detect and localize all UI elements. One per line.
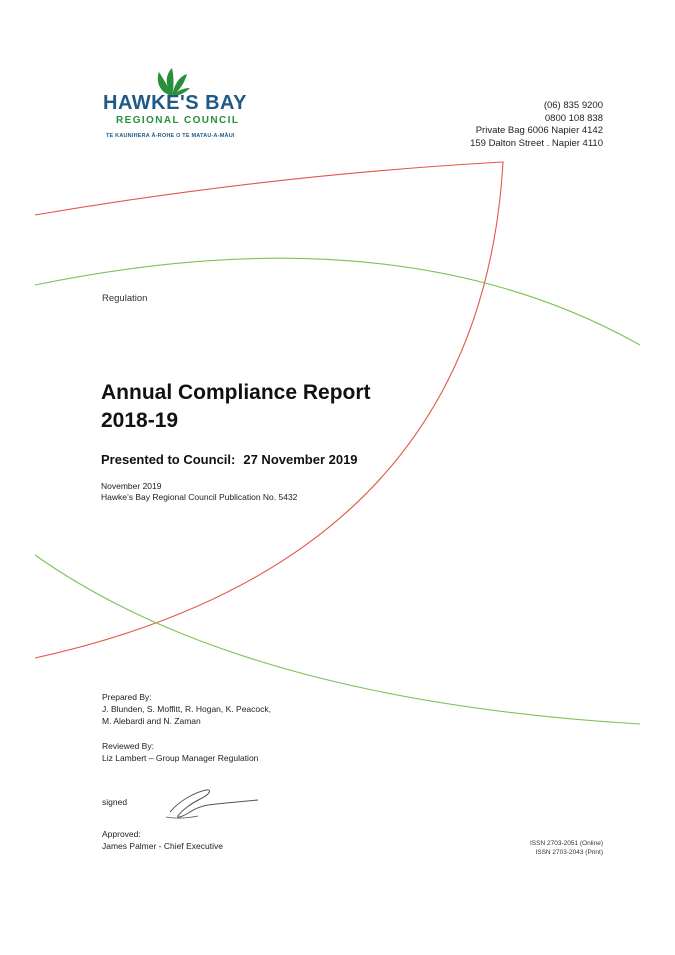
report-date: November 2019 [101,481,162,491]
reviewed-by-block: Reviewed By: Liz Lambert – Group Manager… [102,740,258,764]
approved-label: Approved: [102,829,141,839]
issn-online: ISSN 2703-2051 (Online) [530,840,603,847]
green-curve-bottom [34,554,641,725]
reviewed-name: Liz Lambert – Group Manager Regulation [102,753,259,763]
approved-block: Approved: James Palmer - Chief Executive [102,828,223,852]
logo-subtitle: REGIONAL COUNCIL [116,115,240,126]
prepared-names-line2: M. Alebardi and N. Zaman [102,716,201,726]
report-title: Annual Compliance Report 2018-19 [101,379,371,435]
contact-block: (06) 835 9200 0800 108 838 Private Bag 6… [470,100,603,150]
issn-block: ISSN 2703-2051 (Online) ISSN 2703-2043 (… [530,839,603,857]
presented-date: 27 November 2019 [243,452,358,467]
report-title-line1: Annual Compliance Report [101,381,371,404]
contact-street: 159 Dalton Street . Napier 4110 [470,137,603,149]
contact-postal: Private Bag 6006 Napier 4142 [475,125,603,136]
section-label: Regulation [102,293,148,304]
prepared-names-line1: J. Blunden, S. Moffitt, R. Hogan, K. Pea… [102,704,271,714]
prepared-label: Prepared By: [102,692,152,702]
logo-tagline: TE KAUNIHERA Ā-ROHE O TE MATAU-A-MĀUI [106,133,235,139]
presented-label: Presented to Council: [101,452,236,467]
reviewed-label: Reviewed By: [102,741,154,751]
green-curve-top [34,257,641,346]
signature-image [165,789,259,819]
issn-print: ISSN 2703-2043 (Print) [535,849,603,856]
report-title-line2: 2018-19 [101,409,179,432]
logo-name: HAWKE'S BAY [103,92,247,114]
publication-number: Hawke’s Bay Regional Council Publication… [101,492,298,502]
presented-line: Presented to Council: 27 November 2019 [101,452,358,467]
contact-phone: (06) 835 9200 [543,100,603,111]
prepared-by-block: Prepared By: J. Blunden, S. Moffitt, R. … [102,691,271,727]
contact-freephone: 0800 108 838 [544,112,603,124]
approved-name: James Palmer - Chief Executive [102,841,223,851]
publication-info: November 2019 Hawke’s Bay Regional Counc… [101,481,297,503]
fern-leaf-icon [157,68,190,96]
signed-label: signed [102,797,128,807]
red-curve [34,161,504,659]
